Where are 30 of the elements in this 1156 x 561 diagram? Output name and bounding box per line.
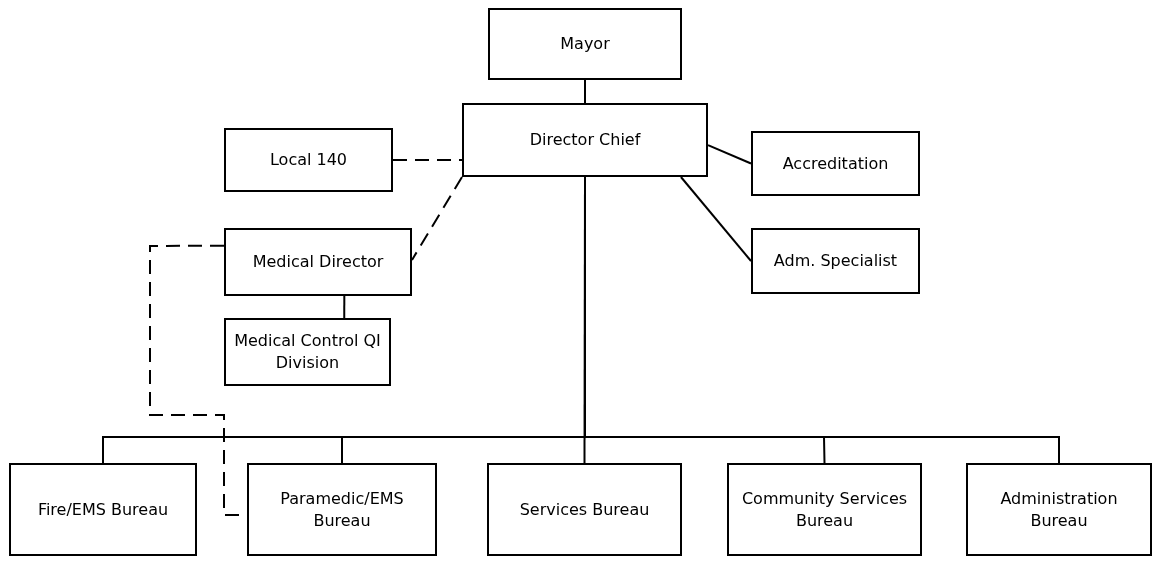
connector-line [343, 295, 346, 319]
org-box [224, 128, 393, 192]
box-label: Administration Bureau [999, 487, 1119, 532]
box-label: Services Bureau [519, 498, 650, 521]
box-label: Fire/EMS Bureau [37, 498, 169, 521]
box-label: Paramedic/EMS Bureau [279, 487, 405, 532]
org-box [727, 463, 922, 556]
connector-line [584, 79, 586, 104]
connector-line [392, 159, 463, 161]
org-box [487, 463, 682, 556]
box-label: Medical Control QI Division [234, 330, 381, 374]
connector-line [679, 176, 752, 262]
box-label: Director Chief [529, 129, 641, 151]
box-label: Mayor [560, 33, 610, 55]
box-label: Medical Director [252, 251, 384, 273]
org-box [462, 103, 708, 177]
org-box [224, 318, 391, 386]
connector-line [411, 176, 463, 261]
org-box [751, 228, 920, 294]
connector-line [707, 144, 752, 165]
org-box [966, 463, 1152, 556]
org-box [224, 228, 412, 296]
org-box [751, 131, 920, 196]
org-box [488, 8, 682, 80]
box-label: Local 140 [269, 149, 348, 171]
box-label: Community Services Bureau [740, 487, 909, 532]
box-label: Accreditation [782, 152, 889, 175]
org-box [9, 463, 197, 556]
box-label: Adm. Specialist [773, 250, 898, 272]
org-box [247, 463, 437, 556]
